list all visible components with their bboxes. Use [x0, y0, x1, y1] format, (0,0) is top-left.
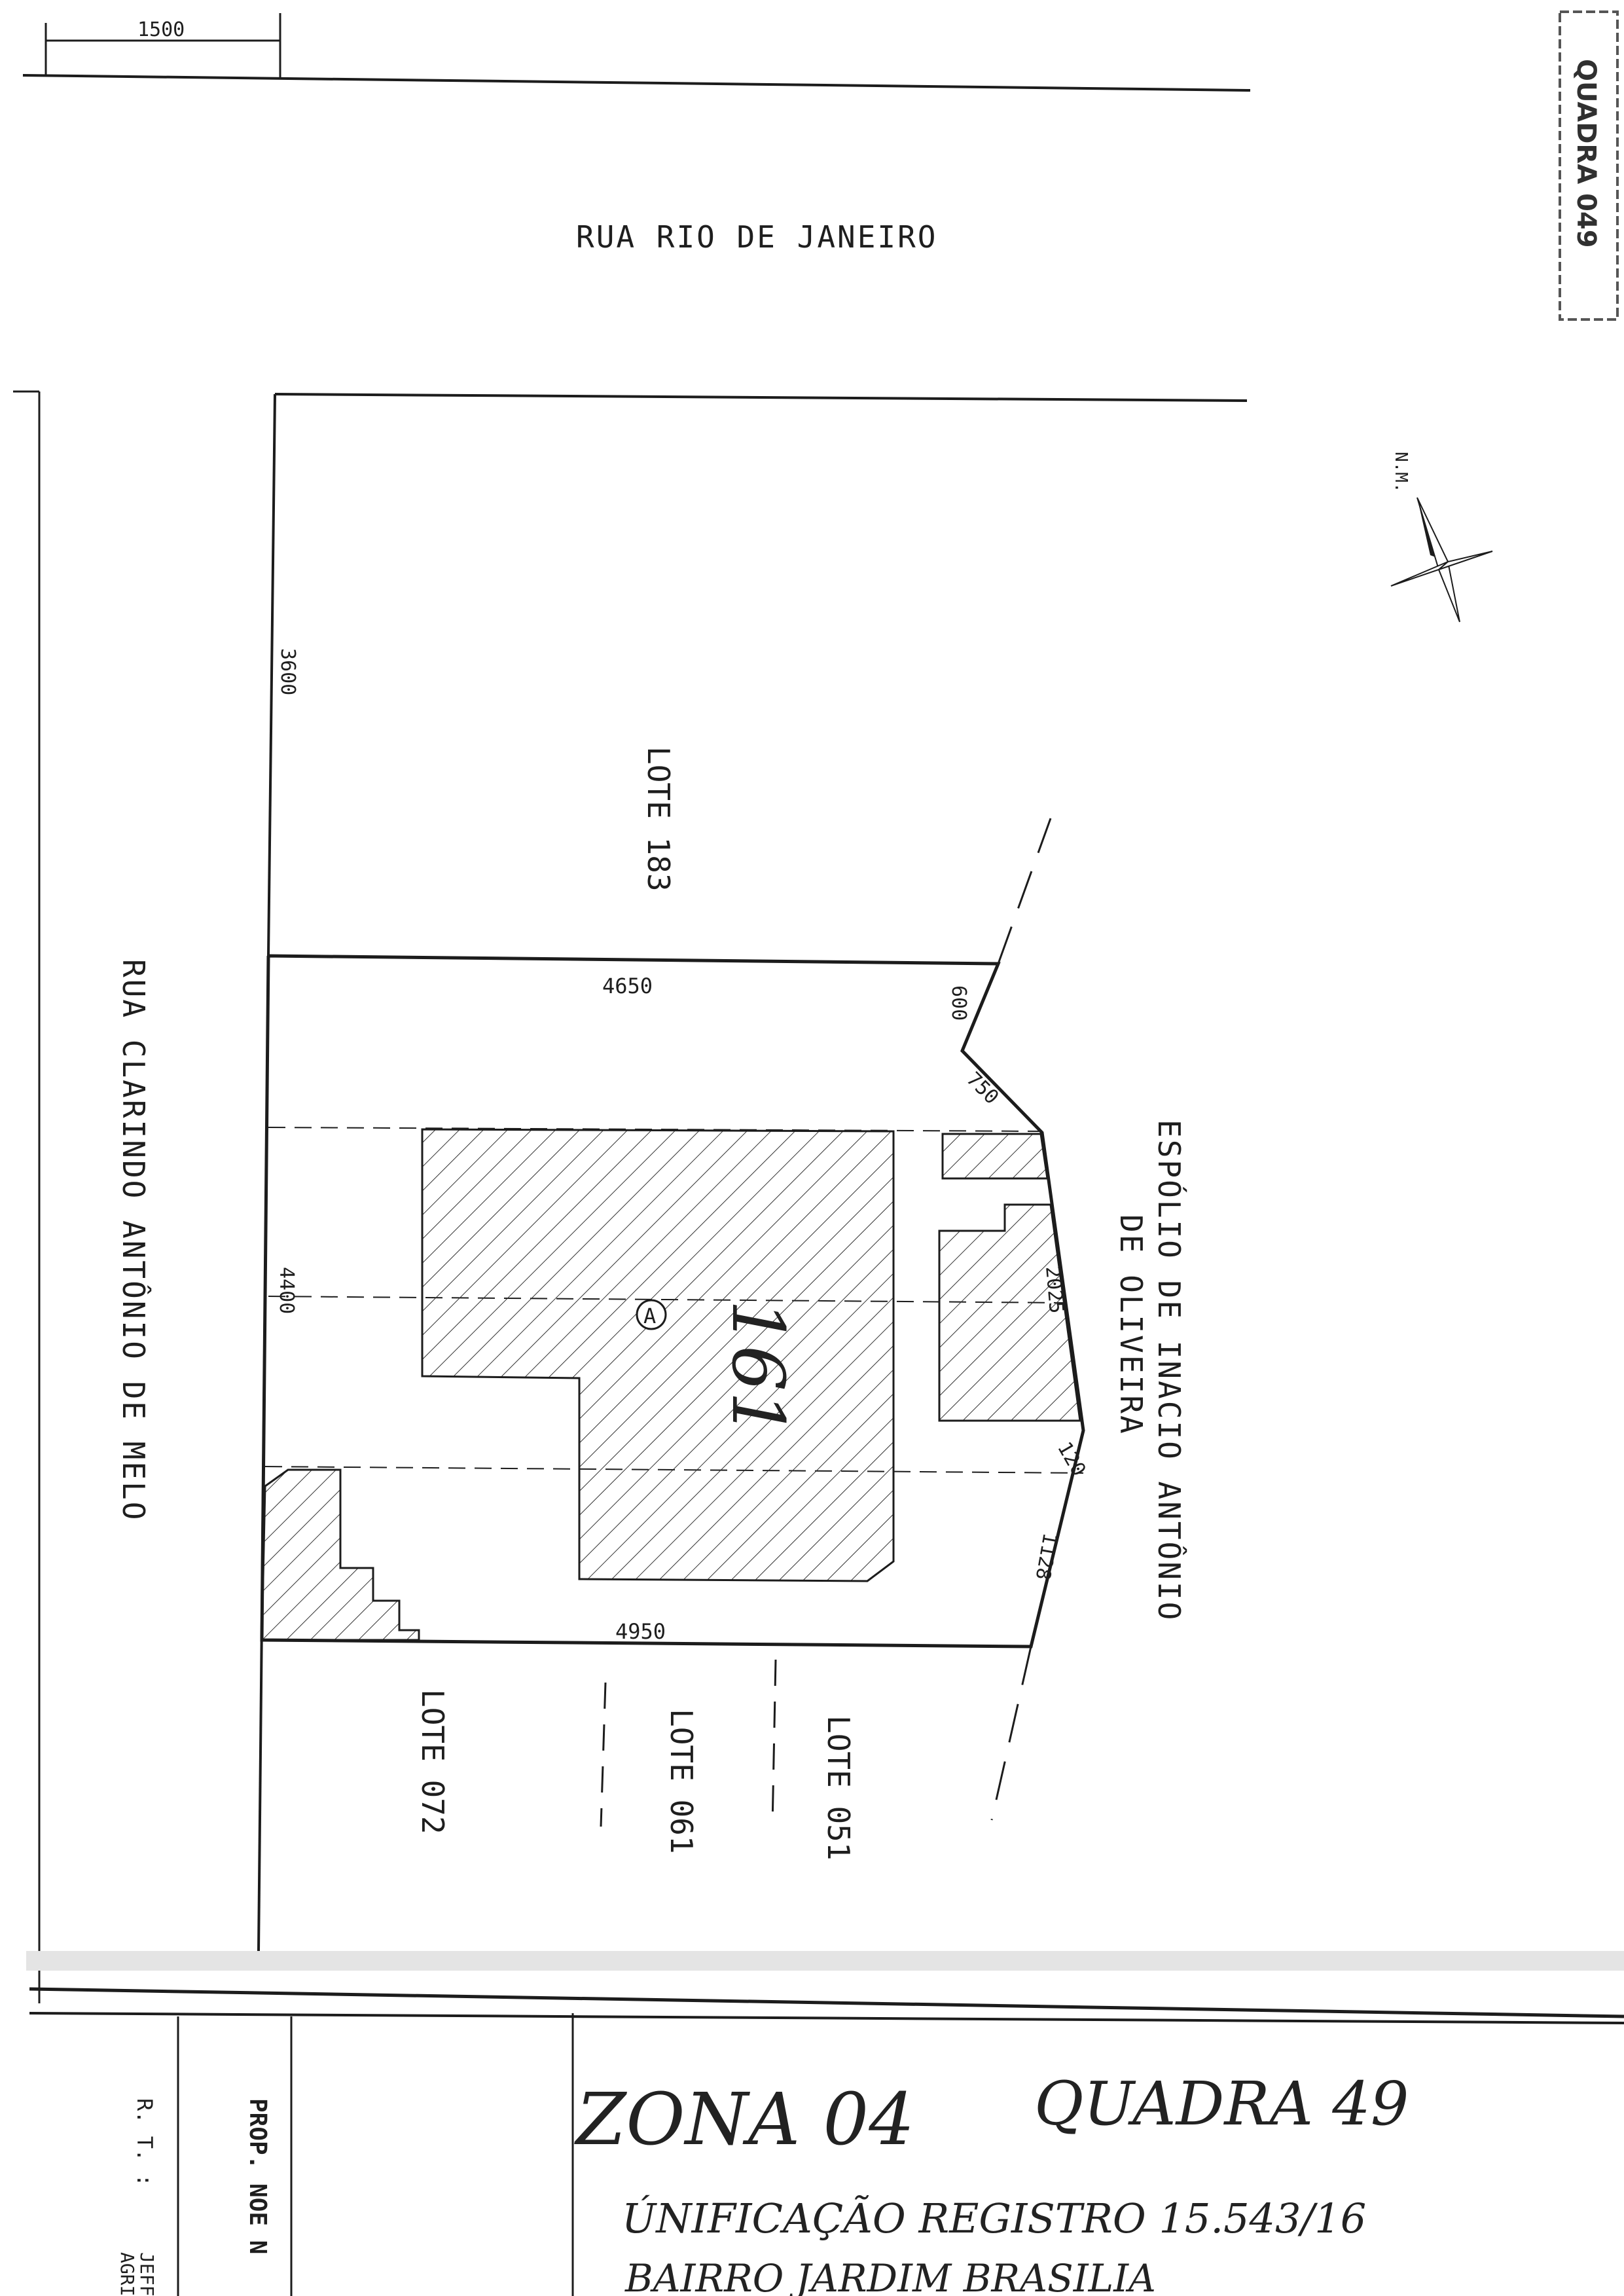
lot-labels: LOTE 183 LOTE 072 LOTE 061 LOTE 051	[415, 746, 856, 1861]
annex-building-north	[941, 1133, 1049, 1180]
dimension-600: 600	[947, 985, 970, 1021]
handwritten-lot-number: 161	[716, 1300, 800, 1437]
handwritten-unification: ÚNIFICAÇÃO REGISTRO 15.543/16	[622, 2195, 1366, 2242]
building-marker-label: A	[643, 1303, 656, 1328]
dimension-4400: 4400	[275, 1267, 298, 1314]
annex-building-east	[938, 1203, 1081, 1422]
rt-label: R. T. :	[132, 2098, 157, 2187]
dimension-2025: 2025	[1041, 1266, 1068, 1315]
corner-building-south	[261, 1468, 420, 1641]
lot-072-label: LOTE 072	[415, 1689, 450, 1834]
lot-061-label: LOTE 061	[664, 1709, 699, 1854]
dimension-120: 120	[1053, 1438, 1090, 1480]
dimension-750: 750	[962, 1068, 1003, 1109]
lot-051-label: LOTE 051	[821, 1715, 856, 1861]
dimension-1128: 1128	[1031, 1531, 1062, 1582]
dimension-4950: 4950	[615, 1619, 666, 1644]
building-marker: A	[636, 1299, 667, 1330]
top-dimension-label: 1500	[137, 18, 185, 41]
street-north-label: RUA RIO DE JANEIRO	[576, 219, 938, 255]
handwritten-zone: ZONA 04	[574, 2077, 914, 2161]
buildings	[261, 1128, 1081, 1641]
north-arrow-icon: N.M.	[1390, 452, 1493, 623]
rt-name-line2: AGRIN	[117, 2252, 138, 2296]
rt-name-line1: JEFF	[136, 2252, 158, 2296]
dimension-3600: 3600	[276, 648, 299, 695]
owner-label: PROP. NOE N	[244, 2098, 271, 2254]
handwritten-quadra: QUADRA 49	[1034, 2069, 1409, 2139]
title-block: PROP. NOE N R. T. : JEFF AGRIN ZONA 04 Q…	[26, 1951, 1624, 2296]
dimension-4650: 4650	[602, 974, 653, 998]
north-label: N.M.	[1391, 452, 1411, 493]
left-frame	[13, 390, 41, 2003]
handwritten-bairro: BAIRRO JARDIM BRASILIA	[624, 2256, 1156, 2296]
neighbor-east-line2: DE OLIVEIRA	[1113, 1214, 1149, 1436]
street-west-label: RUA CLARINDO ANTÔNIO DE MELO	[116, 959, 152, 1522]
quadra-stamp: QUADRA 049	[1559, 10, 1619, 321]
neighbor-east-line1: ESPÓLIO DE INACIO ANTÔNIO	[1151, 1120, 1187, 1622]
stamp-text: QUADRA 049	[1571, 59, 1601, 248]
lot-183-label: LOTE 183	[641, 746, 676, 892]
top-frame: 1500	[22, 13, 1251, 92]
main-building	[421, 1128, 895, 1582]
